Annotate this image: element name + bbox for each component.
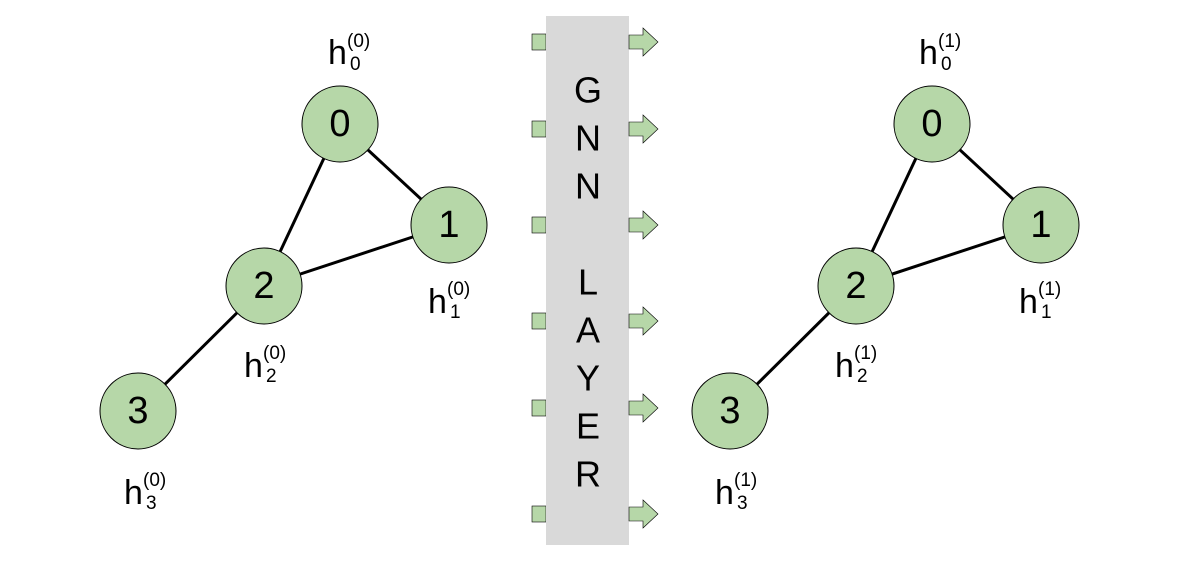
node-label: 3 — [719, 390, 740, 432]
svg-text:(1): (1) — [734, 470, 757, 491]
node-label: 2 — [253, 265, 274, 307]
feature-label-node-3: h (0) 3 — [124, 470, 166, 514]
svg-text:1: 1 — [1041, 302, 1052, 323]
node-0: 0 — [301, 85, 379, 163]
svg-text:2: 2 — [266, 366, 277, 387]
svg-text:3: 3 — [146, 493, 157, 514]
feature-label-node-0: h (1) 0 — [919, 31, 961, 75]
svg-text:(0): (0) — [347, 31, 370, 52]
svg-text:(1): (1) — [938, 31, 961, 52]
layer-letter: G — [574, 70, 602, 111]
input-arrows — [531, 33, 547, 523]
svg-text:h: h — [244, 347, 263, 385]
svg-text:h: h — [835, 347, 854, 385]
svg-text:(0): (0) — [143, 470, 166, 491]
svg-text:2: 2 — [857, 366, 868, 387]
svg-text:(1): (1) — [854, 343, 877, 364]
node-3: 3 — [99, 372, 177, 450]
output-graph: 0 1 2 3 h (1) 0 h (1) 1 h (1) 2 — [691, 31, 1080, 514]
gnn-layer-box — [546, 16, 629, 545]
layer-letter: Y — [576, 358, 600, 399]
output-arrows — [628, 27, 659, 529]
node-2: 2 — [225, 247, 303, 325]
svg-text:h: h — [328, 34, 347, 72]
node-label: 0 — [921, 103, 942, 145]
feature-label-node-1: h (0) 1 — [428, 279, 470, 323]
node-label: 0 — [329, 103, 350, 145]
feature-label-node-2: h (1) 2 — [835, 343, 877, 387]
node-label: 3 — [127, 390, 148, 432]
svg-text:3: 3 — [737, 493, 748, 514]
node-label: 2 — [845, 265, 866, 307]
feature-label-node-0: h (0) 0 — [328, 31, 370, 75]
svg-text:h: h — [1019, 283, 1038, 321]
node-2: 2 — [817, 247, 895, 325]
feature-label-node-3: h (1) 3 — [715, 470, 757, 514]
node-3: 3 — [691, 372, 769, 450]
input-graph: 0 1 2 3 h (0) 0 h (0) 1 h (0) 2 — [99, 31, 488, 514]
layer-letter: A — [576, 310, 600, 351]
layer-letter: E — [576, 406, 600, 447]
layer-letter: L — [578, 262, 598, 303]
svg-text:h: h — [124, 474, 143, 512]
svg-text:1: 1 — [450, 302, 461, 323]
svg-text:h: h — [428, 283, 447, 321]
node-0: 0 — [893, 85, 971, 163]
svg-text:(0): (0) — [263, 343, 286, 364]
svg-text:0: 0 — [941, 54, 952, 75]
svg-text:h: h — [715, 474, 734, 512]
svg-text:h: h — [919, 34, 938, 72]
svg-text:0: 0 — [350, 54, 361, 75]
node-label: 1 — [438, 204, 459, 246]
svg-text:(0): (0) — [447, 279, 470, 300]
feature-label-node-1: h (1) 1 — [1019, 279, 1061, 323]
svg-text:(1): (1) — [1038, 279, 1061, 300]
gnn-layer-label: G N N L A Y E R — [574, 70, 602, 495]
feature-label-node-2: h (0) 2 — [244, 343, 286, 387]
layer-letter: N — [575, 166, 601, 207]
node-1: 1 — [410, 186, 488, 264]
node-label: 1 — [1030, 204, 1051, 246]
layer-letter: R — [575, 454, 601, 495]
node-1: 1 — [1002, 186, 1080, 264]
layer-letter: N — [575, 118, 601, 159]
